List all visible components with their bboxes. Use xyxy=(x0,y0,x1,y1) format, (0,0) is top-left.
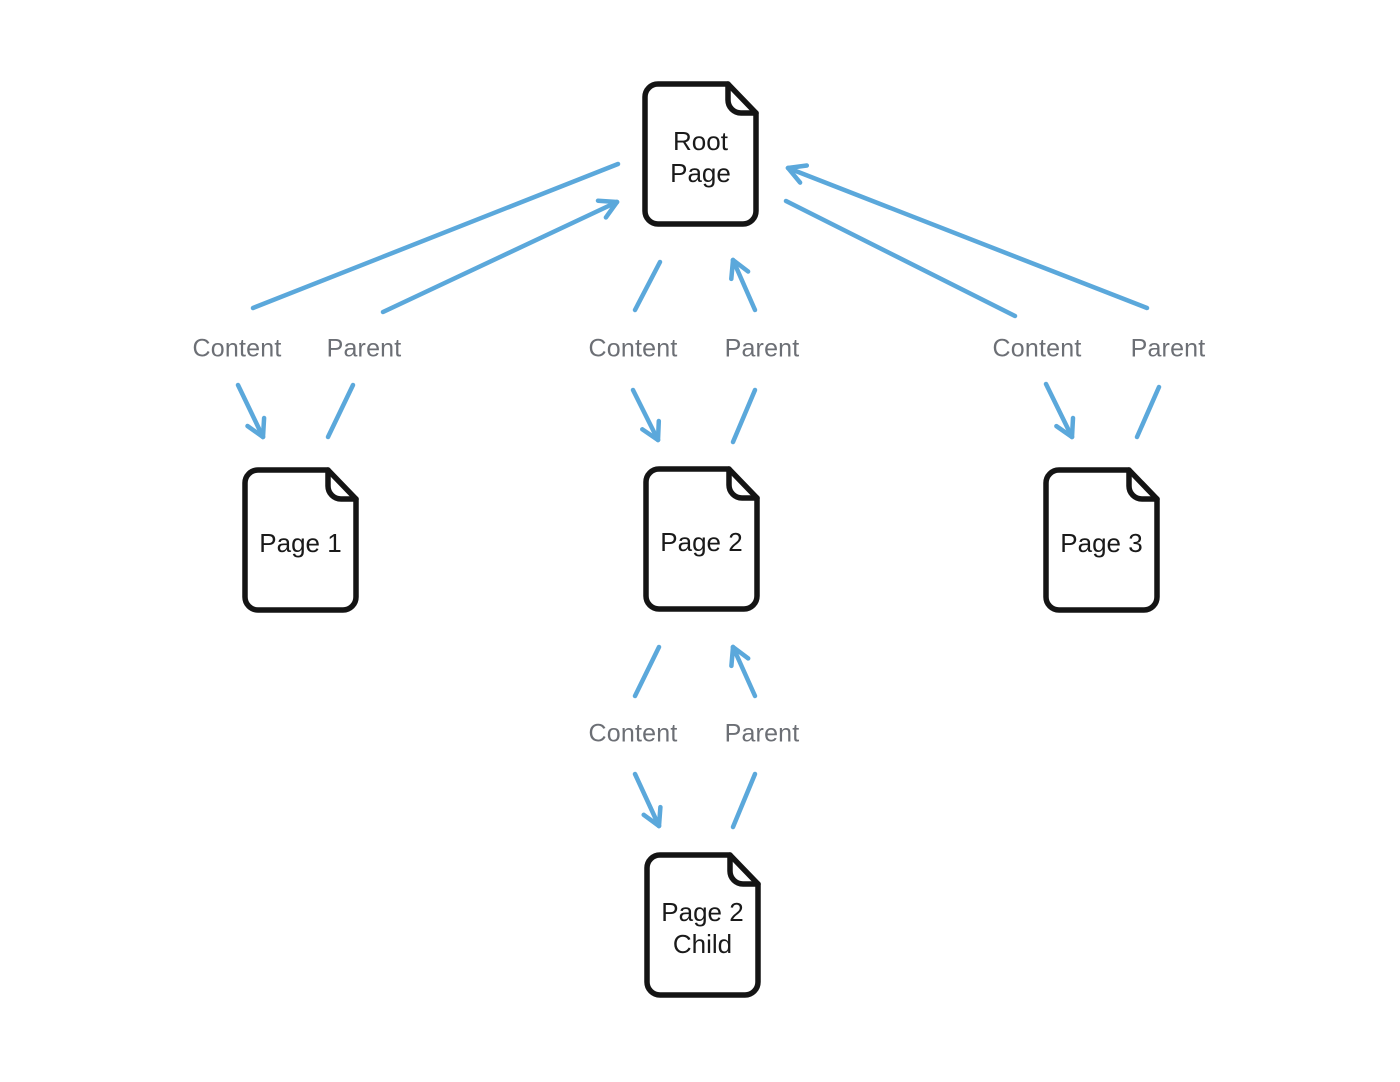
arrow-parent-page2-to-root-tail xyxy=(730,387,758,445)
arrow-parent-page1-to-root-tail xyxy=(325,382,356,440)
arrow-content-page2-to-child-head-barb xyxy=(641,812,662,829)
arrow-content-root-to-page1-tail xyxy=(250,161,621,311)
node-label-page-3: Page 3 xyxy=(1060,527,1143,558)
edge-label-content-root-page1: Content xyxy=(192,334,282,363)
arrow-content-root-to-page2-head xyxy=(630,387,661,443)
arrow-parent-child-to-page2-head-barb xyxy=(729,644,736,669)
arrow-content-root-to-page2-head-barb xyxy=(640,427,661,443)
node-label-page-2-child: Page 2 Child xyxy=(661,896,744,959)
arrow-parent-page2-to-root-head-barb xyxy=(730,257,751,274)
node-root-page: Root Page xyxy=(641,80,760,228)
edge-group-root-page3 xyxy=(783,163,1162,440)
arrow-parent-child-to-page2-head xyxy=(730,644,758,699)
arrow-content-root-to-page2-head-barb xyxy=(655,418,662,443)
edge-group-root-page1 xyxy=(235,161,621,440)
arrow-content-root-to-page1-head-barb xyxy=(260,415,267,440)
node-page-1: Page 1 xyxy=(241,466,360,614)
arrow-content-root-to-page3-head-barb xyxy=(1069,415,1076,440)
arrow-content-page2-to-child-head-barb xyxy=(656,804,663,829)
edge-label-content-root-page3: Content xyxy=(992,334,1082,363)
document-icon xyxy=(644,852,761,998)
edge-label-content-root-page2: Content xyxy=(588,334,678,363)
edge-label-parent-root-page1: Parent xyxy=(326,334,402,363)
edge-label-content-page2-child: Content xyxy=(588,719,678,748)
edge-label-parent-page2-child: Parent xyxy=(724,719,800,748)
arrow-content-root-to-page3-head-barb xyxy=(1054,423,1075,440)
arrow-content-page2-to-child-head xyxy=(632,771,662,829)
arrow-content-root-to-page3-head xyxy=(1043,381,1075,440)
arrow-parent-page3-to-root-tail xyxy=(1134,384,1162,440)
document-icon xyxy=(643,466,760,612)
arrow-parent-page3-to-root-head xyxy=(785,165,1150,311)
document-icon xyxy=(642,81,759,227)
node-page-2: Page 2 xyxy=(642,465,761,613)
edge-label-parent-root-page2: Parent xyxy=(724,334,800,363)
arrow-parent-child-to-page2-head-barb xyxy=(730,644,751,661)
arrow-content-root-to-page1-head xyxy=(235,382,266,440)
arrow-parent-child-to-page2-tail xyxy=(730,771,758,830)
edge-label-parent-root-page3: Parent xyxy=(1130,334,1206,363)
arrow-content-root-to-page1-head-barb xyxy=(245,423,266,440)
node-label-root-page: Root Page xyxy=(670,125,731,188)
node-page-3: Page 3 xyxy=(1042,466,1161,614)
arrow-parent-page2-to-root-head-barb xyxy=(729,257,736,282)
arrow-parent-page3-to-root-head-barb xyxy=(785,163,810,171)
arrow-parent-page1-to-root-head xyxy=(380,199,620,315)
node-page-2-child: Page 2 Child xyxy=(643,851,762,999)
arrow-content-page2-to-child-tail xyxy=(632,644,662,699)
node-label-page-1: Page 1 xyxy=(259,527,342,558)
arrow-parent-page1-to-root-head-barb xyxy=(603,199,620,220)
node-label-page-2: Page 2 xyxy=(660,526,743,557)
arrow-parent-page2-to-root-head xyxy=(730,257,758,313)
arrow-parent-page3-to-root-head-barb xyxy=(785,165,803,185)
arrow-content-root-to-page2-tail xyxy=(632,259,663,313)
document-icon xyxy=(1043,467,1160,613)
arrow-content-root-to-page3-tail xyxy=(783,198,1018,319)
arrow-parent-page1-to-root-head-barb xyxy=(595,198,620,205)
document-icon xyxy=(242,467,359,613)
